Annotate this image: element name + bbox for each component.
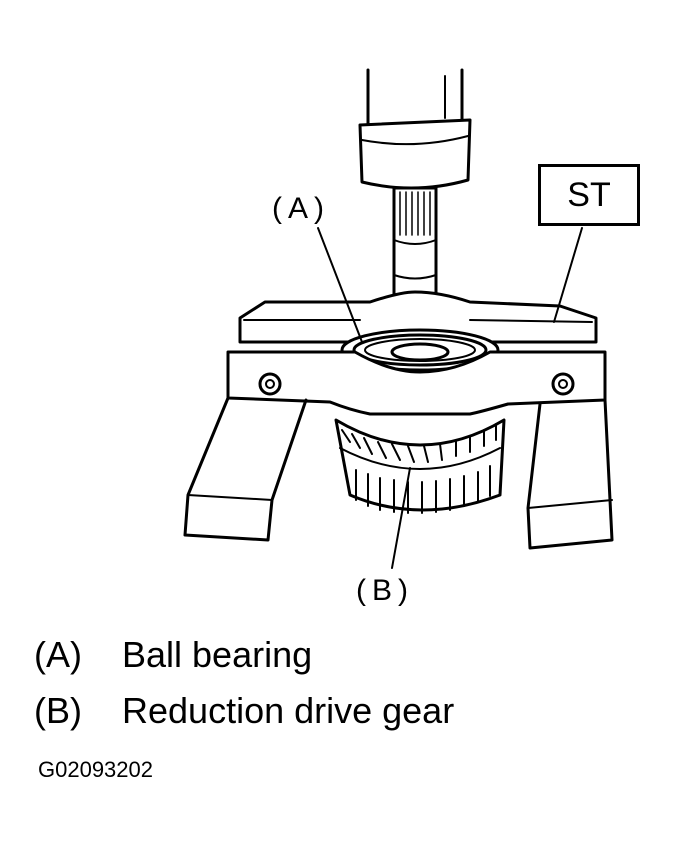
ball-bearing [340, 328, 500, 372]
leader-line-st [553, 227, 583, 323]
figure-code: G02093202 [38, 757, 153, 782]
legend-label: Ball bearing [122, 634, 313, 675]
right-bolt-icon [551, 372, 575, 396]
callout-a-label: (A) [272, 192, 330, 225]
legend-item-reduction-drive-gear: (B) Reduction drive gear [34, 690, 454, 732]
legend-item-ball-bearing: (A) Ball bearing [34, 634, 312, 676]
press-setup-illustration [183, 68, 614, 569]
legend-key: (B) [34, 690, 82, 731]
support-blocks [183, 396, 614, 550]
leader-line-b [391, 467, 411, 569]
callout-b-label: (B) [356, 574, 414, 607]
callout-st-label: ST [567, 175, 611, 214]
leader-line-a [317, 227, 363, 343]
legend-label: Reduction drive gear [122, 690, 455, 731]
press-ram [358, 68, 472, 190]
reduction-drive-gear [334, 418, 506, 514]
special-tool-plate [238, 290, 598, 344]
legend-key: (A) [34, 634, 82, 675]
left-bolt-icon [258, 372, 282, 396]
callout-st-box: ST [538, 164, 640, 226]
base-plate [226, 350, 607, 416]
